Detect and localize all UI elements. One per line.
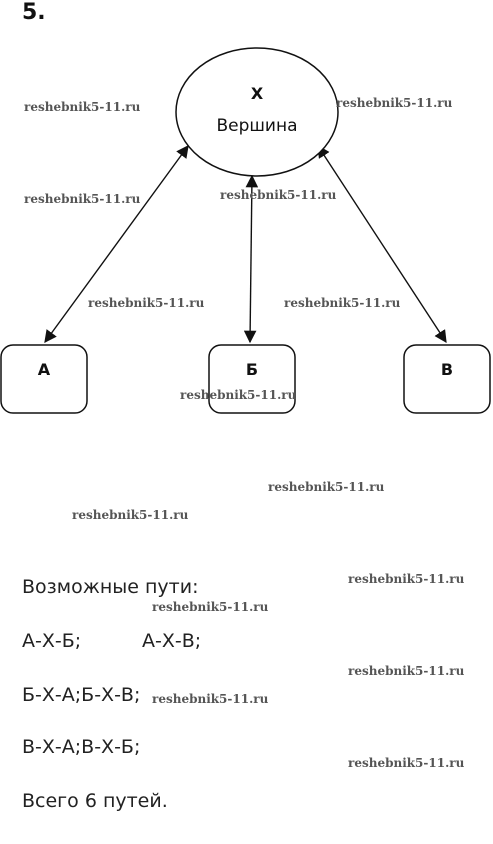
center-vertex-subtitle: Вершина [216,116,297,136]
edge-x-v [317,144,447,344]
edge-x-b [243,174,259,344]
watermark: reshebnik5-11.ru [88,296,205,310]
watermark: reshebnik5-11.ru [348,572,465,586]
node-a [0,344,88,414]
watermark: reshebnik5-11.ru [24,100,141,114]
watermark: reshebnik5-11.ru [152,692,269,706]
center-vertex-title: X [251,84,264,103]
watermark: reshebnik5-11.ru [336,96,453,110]
total-paths: Всего 6 путей. [22,790,168,812]
center-vertex [175,47,339,177]
watermark: reshebnik5-11.ru [152,600,269,614]
watermark: reshebnik5-11.ru [284,296,401,310]
watermark: reshebnik5-11.ru [268,480,385,494]
watermark: reshebnik5-11.ru [72,508,189,522]
path-row3: В-Х-А;В-Х-Б; [22,736,141,758]
task-number: 5. [22,0,46,25]
edge-x-a [44,144,189,344]
node-b-label: Б [246,360,258,379]
path-row1-item2: А-Х-В; [142,630,202,652]
node-v-label: В [441,360,453,379]
node-a-label: А [38,360,51,379]
node-v [403,344,491,414]
paths-heading: Возможные пути: [22,576,199,598]
graph-diagram: X Вершина А Б В [0,47,491,414]
watermark: reshebnik5-11.ru [180,388,297,402]
watermark: reshebnik5-11.ru [220,188,337,202]
node-b [208,344,296,414]
watermark: reshebnik5-11.ru [348,756,465,770]
watermark: reshebnik5-11.ru [348,664,465,678]
path-row2: Б-Х-А;Б-Х-В; [22,684,141,706]
path-row1-item1: А-Х-Б; [22,630,82,652]
watermark: reshebnik5-11.ru [24,192,141,206]
